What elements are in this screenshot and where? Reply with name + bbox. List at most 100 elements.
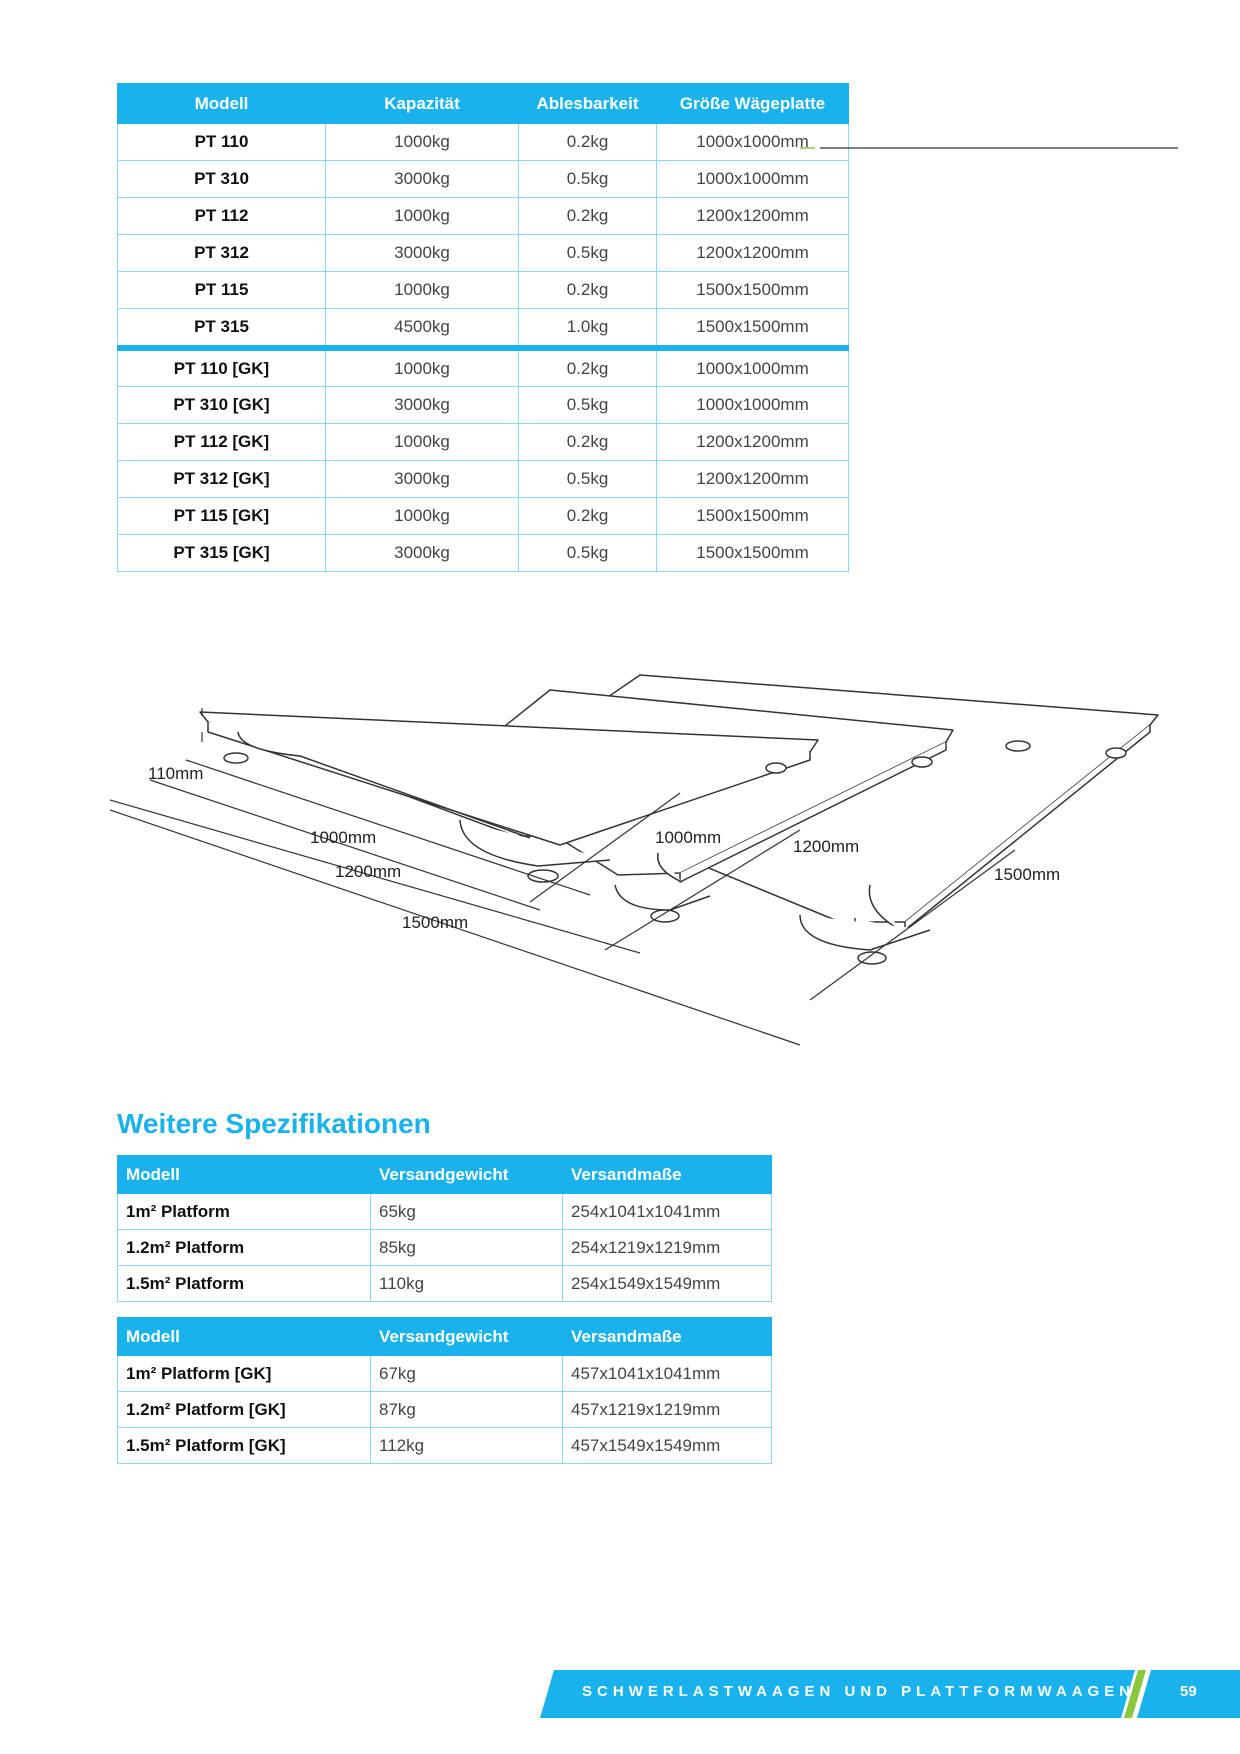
platform-size-cell: 1000x1000mm (656, 386, 849, 424)
weight-cell: 65kg (370, 1193, 563, 1230)
model-cell: 1.5m² Platform (117, 1265, 371, 1302)
platform-size-cell: 1000x1000mm (656, 160, 849, 198)
model-cell: PT 315 [GK] (117, 534, 326, 572)
table-row: 1m² Platform 65kg 254x1041x1041mm (117, 1193, 772, 1230)
shipping-table-standard: Modell Versandgewicht Versandmaße 1m² Pl… (117, 1155, 772, 1302)
table-row: 1.2m² Platform 85kg 254x1219x1219mm (117, 1229, 772, 1266)
dimensions-cell: 457x1041x1041mm (562, 1355, 772, 1392)
table-row: PT 115 [GK] 1000kg 0.2kg 1500x1500mm (117, 497, 849, 535)
page-number: 59 (1180, 1683, 1197, 1700)
right-dim-label-1000: 1000mm (655, 828, 721, 847)
table-row: PT 310 3000kg 0.5kg 1000x1000mm (117, 160, 849, 198)
left-dim-label-1000: 1000mm (310, 828, 376, 847)
dimensions-cell: 457x1549x1549mm (562, 1427, 772, 1464)
platform-size-cell: 1200x1200mm (656, 460, 849, 498)
platform-dimension-diagram: 110mm 1000mm 1200mm 1500mm 1000mm 1200mm… (110, 674, 1159, 1046)
header-cell: Versandgewicht (370, 1155, 563, 1194)
readability-cell: 0.2kg (518, 271, 657, 309)
dimensions-cell: 254x1219x1219mm (562, 1229, 772, 1266)
table-row: PT 315 4500kg 1.0kg 1500x1500mm (117, 308, 849, 349)
capacity-cell: 3000kg (325, 460, 519, 498)
platform-size-cell: 1500x1500mm (656, 497, 849, 535)
guide-line (800, 147, 1178, 149)
table-row: PT 312 [GK] 3000kg 0.5kg 1200x1200mm (117, 460, 849, 498)
model-cell: PT 315 (117, 308, 326, 349)
table-row: PT 115 1000kg 0.2kg 1500x1500mm (117, 271, 849, 309)
capacity-cell: 3000kg (325, 386, 519, 424)
capacity-cell: 1000kg (325, 197, 519, 235)
platform-size-cell: 1500x1500mm (656, 308, 849, 349)
table-row: PT 110 [GK] 1000kg 0.2kg 1000x1000mm (117, 345, 849, 387)
model-cell: PT 312 [GK] (117, 460, 326, 498)
model-cell: 1.5m² Platform [GK] (117, 1427, 371, 1464)
weight-cell: 87kg (370, 1391, 563, 1428)
header-cell: Versandgewicht (370, 1317, 563, 1356)
platform-size-cell: 1200x1200mm (656, 423, 849, 461)
table-row: PT 110 1000kg 0.2kg 1000x1000mm (117, 123, 849, 161)
model-cell: PT 115 (117, 271, 326, 309)
readability-cell: 0.2kg (518, 345, 657, 387)
header-cell: Modell (117, 1155, 371, 1194)
capacity-cell: 3000kg (325, 160, 519, 198)
capacity-cell: 1000kg (325, 345, 519, 387)
capacity-cell: 3000kg (325, 534, 519, 572)
table-row: PT 310 [GK] 3000kg 0.5kg 1000x1000mm (117, 386, 849, 424)
dimension-lines (110, 708, 1016, 1046)
readability-cell: 0.5kg (518, 386, 657, 424)
footer-band (540, 1670, 1240, 1718)
dimensions-cell: 254x1041x1041mm (562, 1193, 772, 1230)
model-cell: PT 110 (117, 123, 326, 161)
capacity-cell: 1000kg (325, 271, 519, 309)
header-cell: Modell (117, 83, 326, 124)
table-row: 1m² Platform [GK] 67kg 457x1041x1041mm (117, 1355, 772, 1392)
model-cell: PT 310 (117, 160, 326, 198)
platform-size-cell: 1500x1500mm (656, 534, 849, 572)
table-row: 1.5m² Platform 110kg 254x1549x1549mm (117, 1265, 772, 1302)
header-cell: Versandmaße (562, 1317, 772, 1356)
table-row: PT 312 3000kg 0.5kg 1200x1200mm (117, 234, 849, 272)
table-row: 1.5m² Platform [GK] 112kg 457x1549x1549m… (117, 1427, 772, 1464)
readability-cell: 1.0kg (518, 308, 657, 349)
header-cell: Modell (117, 1317, 371, 1356)
left-dim-label-1500: 1500mm (402, 913, 468, 932)
model-cell: PT 115 [GK] (117, 497, 326, 535)
header-cell: Versandmaße (562, 1155, 772, 1194)
readability-cell: 0.2kg (518, 197, 657, 235)
model-cell: PT 110 [GK] (117, 345, 326, 387)
readability-cell: 0.5kg (518, 160, 657, 198)
weight-cell: 110kg (370, 1265, 563, 1302)
model-cell: PT 112 (117, 197, 326, 235)
readability-cell: 0.5kg (518, 534, 657, 572)
model-cell: PT 310 [GK] (117, 386, 326, 424)
platform-size-cell: 1500x1500mm (656, 271, 849, 309)
readability-cell: 0.5kg (518, 234, 657, 272)
model-cell: PT 112 [GK] (117, 423, 326, 461)
table-row: PT 112 [GK] 1000kg 0.2kg 1200x1200mm (117, 423, 849, 461)
table-row: PT 315 [GK] 3000kg 0.5kg 1500x1500mm (117, 534, 849, 572)
platform-size-cell: 1200x1200mm (656, 234, 849, 272)
model-spec-table: Modell Kapazität Ablesbarkeit Größe Wäge… (117, 83, 849, 572)
left-dim-label-1200: 1200mm (335, 862, 401, 881)
weight-cell: 67kg (370, 1355, 563, 1392)
weight-cell: 112kg (370, 1427, 563, 1464)
model-cell: PT 312 (117, 234, 326, 272)
table-header-row: Modell Versandgewicht Versandmaße (117, 1317, 772, 1356)
capacity-cell: 3000kg (325, 234, 519, 272)
header-cell: Größe Wägeplatte (656, 83, 849, 124)
right-dim-label-1500: 1500mm (994, 865, 1060, 884)
dimensions-cell: 254x1549x1549mm (562, 1265, 772, 1302)
dimensions-cell: 457x1219x1219mm (562, 1391, 772, 1428)
capacity-cell: 1000kg (325, 123, 519, 161)
height-label: 110mm (148, 764, 203, 783)
weight-cell: 85kg (370, 1229, 563, 1266)
model-cell: 1m² Platform (117, 1193, 371, 1230)
platform-1000-shape (199, 711, 819, 883)
platform-size-cell: 1000x1000mm (656, 123, 849, 161)
table-header-row: Modell Kapazität Ablesbarkeit Größe Wäge… (117, 83, 849, 124)
capacity-cell: 1000kg (325, 423, 519, 461)
section-heading: Weitere Spezifikationen (117, 1108, 431, 1139)
right-dim-label-1200: 1200mm (793, 837, 859, 856)
capacity-cell: 4500kg (325, 308, 519, 349)
footer-section-title: SCHWERLASTWAAGEN UND PLATTFORMWAAGEN (582, 1683, 1136, 1700)
capacity-cell: 1000kg (325, 497, 519, 535)
